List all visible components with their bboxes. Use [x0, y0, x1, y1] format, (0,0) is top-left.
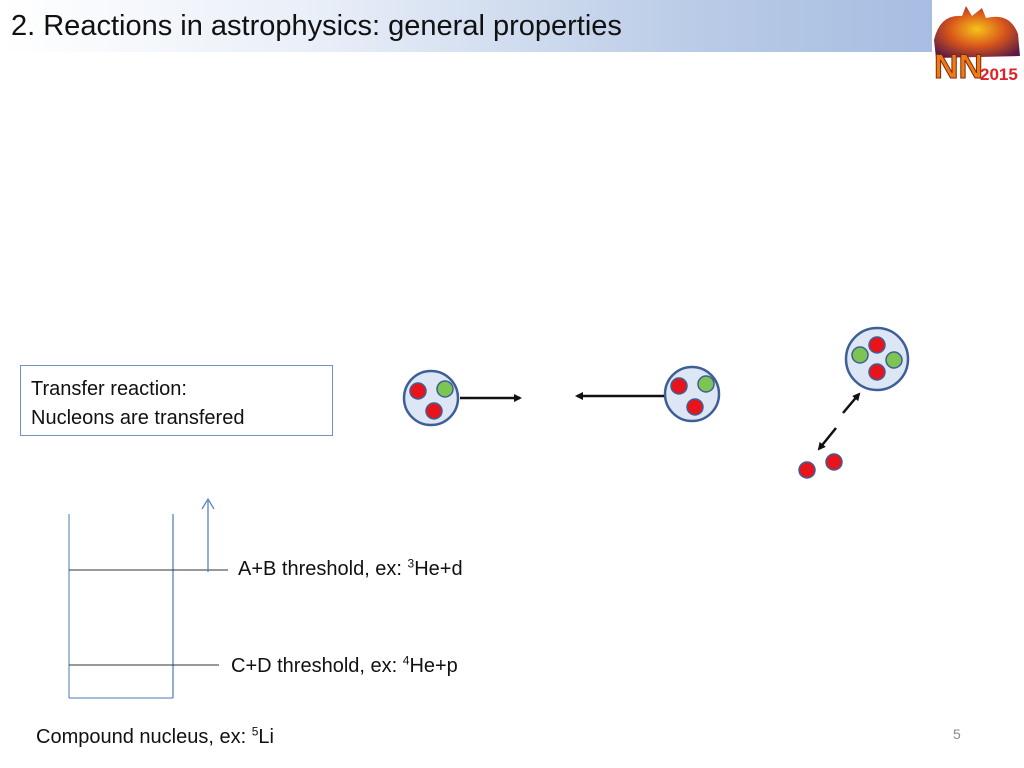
arrow-down-left: [817, 427, 837, 451]
proton: [868, 363, 886, 381]
neutron: [851, 346, 869, 364]
logo-year: 2015: [980, 65, 1018, 84]
proton: [425, 402, 443, 420]
ab-threshold-label: A+B threshold, ex: 3He+d: [238, 556, 463, 580]
neutron: [436, 380, 454, 398]
conference-logo: NN 2015: [934, 6, 1020, 84]
free-proton: [798, 461, 816, 479]
neutron: [697, 375, 715, 393]
proton: [670, 377, 688, 395]
nucleus-middle: [663, 365, 721, 423]
arrow-up-right: [842, 392, 861, 414]
cd-threshold-label: C+D threshold, ex: 4He+p: [231, 653, 458, 677]
compound-nucleus-label: Compound nucleus, ex: 5Li: [36, 724, 274, 748]
energy-level-diagram: [68, 497, 228, 699]
page-number: 5: [953, 726, 961, 742]
proton: [686, 398, 704, 416]
transfer-reaction-box: Transfer reaction: Nucleons are transfer…: [20, 365, 333, 436]
transfer-line-2: Nucleons are transfered: [31, 407, 245, 429]
logo-mammoth-shape: [934, 6, 1020, 58]
title-bar: 2. Reactions in astrophysics: general pr…: [0, 0, 932, 52]
slide-title: 2. Reactions in astrophysics: general pr…: [11, 10, 622, 42]
neutron: [885, 351, 903, 369]
energy-arrow-head: [201, 497, 215, 510]
nucleus-left: [402, 369, 460, 427]
transfer-line-1: Transfer reaction:: [31, 378, 187, 400]
proton: [409, 382, 427, 400]
free-proton: [825, 453, 843, 471]
logo-letters: NN: [934, 48, 983, 84]
proton: [868, 336, 886, 354]
nucleus-product: [844, 326, 910, 392]
